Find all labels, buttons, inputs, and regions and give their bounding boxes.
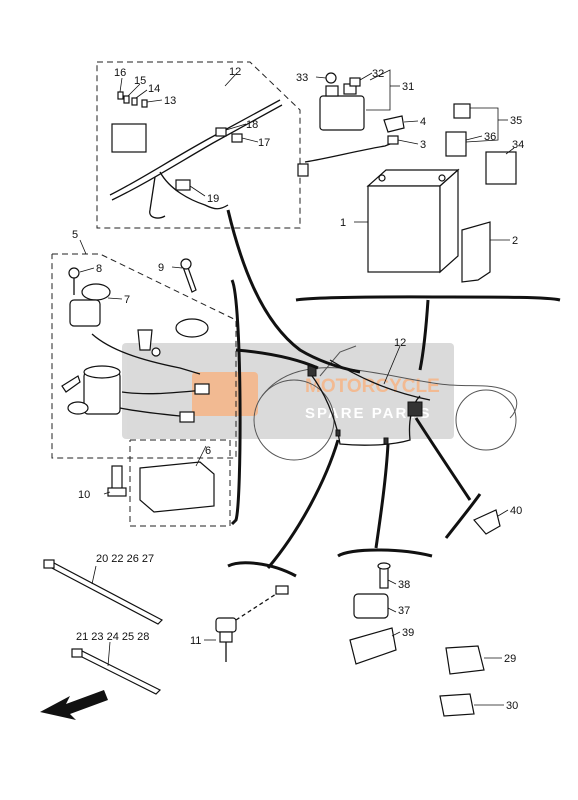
fuse-box — [111, 123, 147, 153]
label-5: 5 — [72, 229, 78, 241]
label-34: 34 — [512, 139, 524, 151]
connector-17 — [231, 133, 243, 143]
cap — [175, 318, 209, 338]
relay-35 — [453, 103, 471, 119]
sensor-group — [337, 548, 433, 665]
igniter-unit-6 — [139, 461, 215, 513]
label-33: 33 — [296, 72, 308, 84]
fuse-13 — [141, 99, 148, 108]
label-29: 29 — [504, 653, 516, 665]
connector-19 — [175, 179, 191, 191]
label-16: 16 — [114, 67, 126, 79]
label-40: 40 — [510, 505, 522, 517]
bracket-4 — [383, 115, 405, 133]
fuse-14 — [131, 97, 138, 106]
label-1: 1 — [340, 217, 346, 229]
sensor-37 — [353, 593, 389, 619]
watermark: MOTORCYCLE SPARE PARTS — [122, 343, 454, 439]
label-35: 35 — [510, 115, 522, 127]
front-arrow-icon — [40, 690, 108, 720]
bracket-40 — [473, 509, 501, 535]
label-20-22-26-27: 20 22 26 27 — [96, 553, 154, 565]
label-6: 6 — [205, 445, 211, 457]
fuse-32 — [349, 77, 361, 87]
label-21-23-24-25-28: 21 23 24 25 28 — [76, 631, 149, 643]
fuse-15 — [123, 95, 130, 104]
starter-relay — [319, 95, 365, 131]
ignition-group — [51, 239, 242, 527]
label-17: 17 — [258, 137, 270, 149]
bracket-40-group — [444, 493, 509, 539]
battery — [367, 185, 441, 273]
label-3: 3 — [420, 139, 426, 151]
label-32: 32 — [372, 68, 384, 80]
clamps — [439, 645, 504, 717]
label-36: 36 — [484, 131, 496, 143]
relay-36 — [445, 131, 467, 157]
label-18: 18 — [246, 119, 258, 131]
bracket — [137, 329, 153, 351]
fuse-16 — [117, 91, 124, 100]
label-2: 2 — [512, 235, 518, 247]
harness-group-box — [96, 61, 301, 229]
label-19: 19 — [207, 193, 219, 205]
label-14: 14 — [148, 83, 160, 95]
label-10: 10 — [78, 489, 90, 501]
label-39: 39 — [402, 627, 414, 639]
connector-18 — [215, 127, 227, 137]
label-12-top: 12 — [229, 66, 241, 78]
label-38: 38 — [398, 579, 410, 591]
harness-connector — [407, 401, 423, 417]
label-4: 4 — [420, 116, 426, 128]
label-30: 30 — [506, 700, 518, 712]
motorcycle-outline — [226, 209, 518, 569]
label-37: 37 — [398, 605, 410, 617]
bolt-33 — [325, 72, 337, 84]
battery-band — [461, 221, 491, 283]
cable-ties — [43, 559, 163, 695]
cable-tie-short — [74, 649, 162, 695]
label-15: 15 — [134, 75, 146, 87]
label-12-main: 12 — [394, 337, 406, 349]
bracket-39 — [349, 627, 397, 665]
clamp-30 — [439, 693, 475, 717]
battery-group — [295, 69, 561, 302]
watermark-line2: SPARE PARTS — [305, 405, 431, 422]
neutral-switch-11 — [215, 617, 237, 633]
label-8: 8 — [96, 263, 102, 275]
label-11: 11 — [190, 635, 201, 647]
cable-tie-long — [47, 561, 163, 625]
relay-34 — [485, 151, 517, 185]
terminal-3 — [387, 135, 399, 145]
label-7: 7 — [124, 294, 130, 306]
label-13: 13 — [164, 95, 176, 107]
clamp-29 — [445, 645, 485, 675]
watermark-line1: MOTORCYCLE — [305, 376, 440, 397]
label-9: 9 — [158, 262, 164, 274]
screw-8 — [68, 267, 80, 279]
lock-7 — [81, 283, 111, 301]
label-31: 31 — [402, 81, 414, 93]
neutral-switch-group — [204, 561, 297, 662]
